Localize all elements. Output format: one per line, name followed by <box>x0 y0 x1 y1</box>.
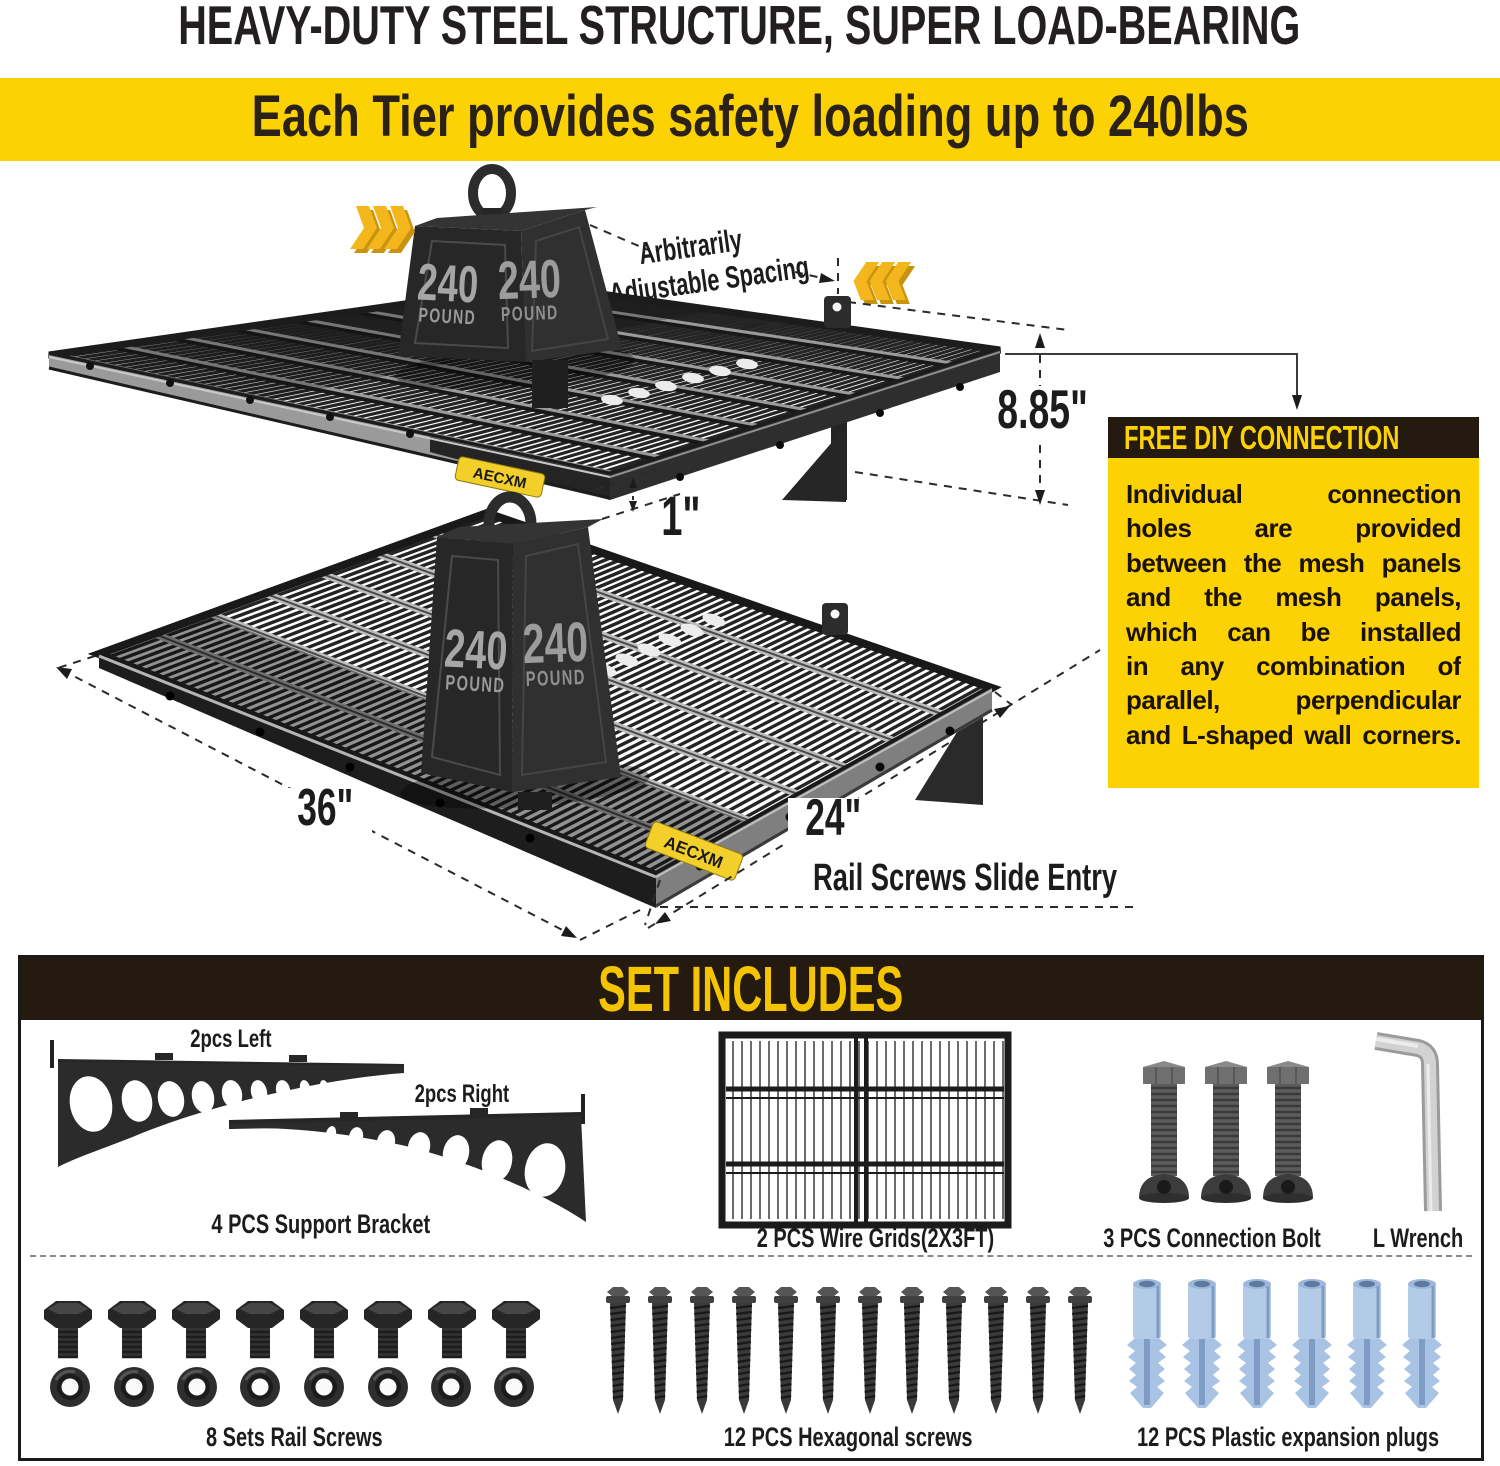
svg-text:POUND: POUND <box>525 665 586 690</box>
svg-text:POUND: POUND <box>445 671 506 697</box>
svg-text:POUND: POUND <box>501 300 559 325</box>
svg-text:240: 240 <box>522 611 590 676</box>
svg-text:240: 240 <box>443 618 509 681</box>
svg-text:POUND: POUND <box>418 303 477 329</box>
svg-text:240: 240 <box>497 248 562 310</box>
svg-text:240: 240 <box>416 252 480 314</box>
